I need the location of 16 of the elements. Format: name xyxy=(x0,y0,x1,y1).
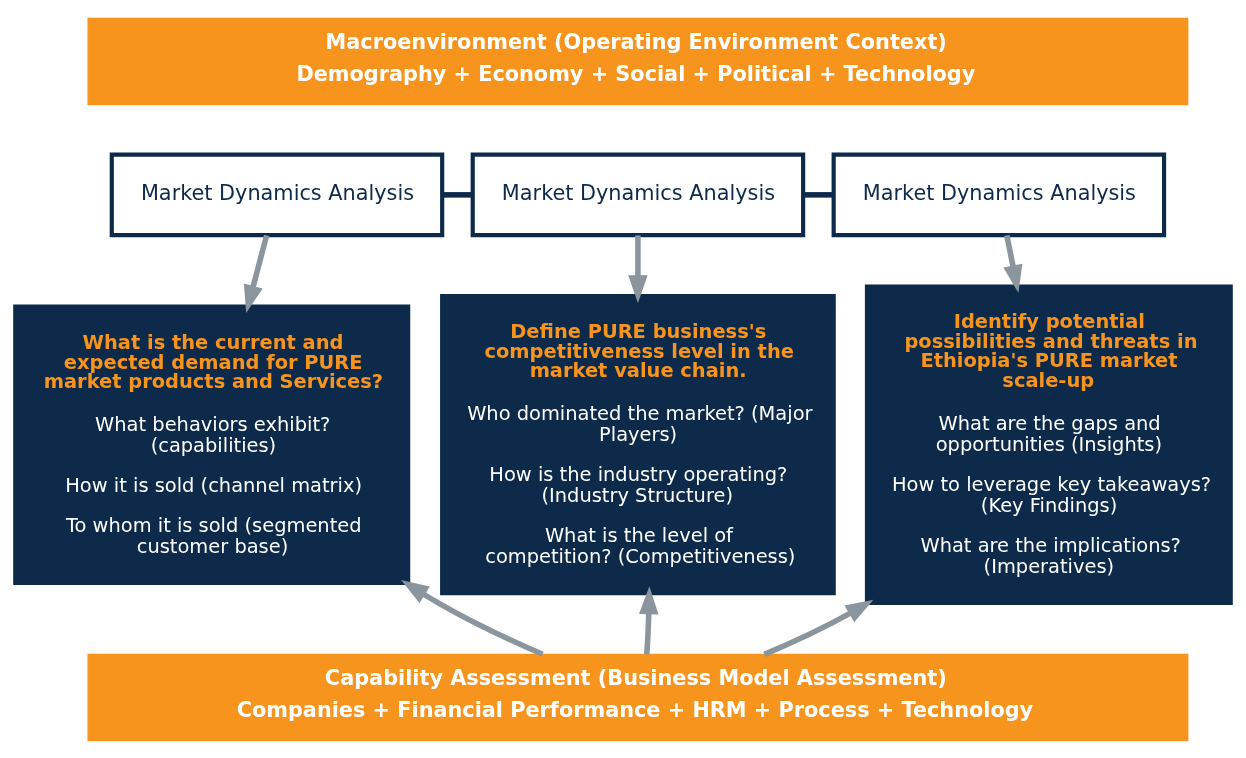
arrow xyxy=(243,234,270,313)
node-box: Define PURE business's competitiveness level in the market value chain. Who dominated the market? (Major Players) How is the industry operating? (Industry Structure) What is the level of competition? (Competitiveness) xyxy=(440,293,836,595)
node-box: Market Dynamics Analysis xyxy=(831,152,1167,237)
node-box: Capability Assessment (Business Model Assessment) Companies + Financial Performance + HRM + Process + Technology xyxy=(87,653,1189,741)
arrow xyxy=(401,579,544,657)
arrow xyxy=(1003,234,1023,293)
arrow xyxy=(639,585,659,655)
node-box: Macroenvironment (Operating Environment Context) Demography + Economy + Social + Political + Technology xyxy=(87,17,1189,105)
connector xyxy=(442,191,473,198)
arrow xyxy=(628,234,648,303)
node-box: Market Dynamics Analysis xyxy=(470,152,806,237)
node-box: Market Dynamics Analysis xyxy=(109,152,445,237)
connector xyxy=(803,191,834,198)
node-box: What is the current and expected demand for PURE market products and Services? What behaviors exhibit? (capabilities) How it is sold (channel matrix) To whom it is sold (segmented customer base) xyxy=(13,304,411,585)
arrow xyxy=(763,599,874,657)
node-box: Identify potential possibilities and threats in Ethiopia's PURE market scale-up What are the gaps and opportunities (Insights) How to leverage key takeaways? (Key Findings) What are the implications? (Imperatives) xyxy=(864,283,1233,605)
